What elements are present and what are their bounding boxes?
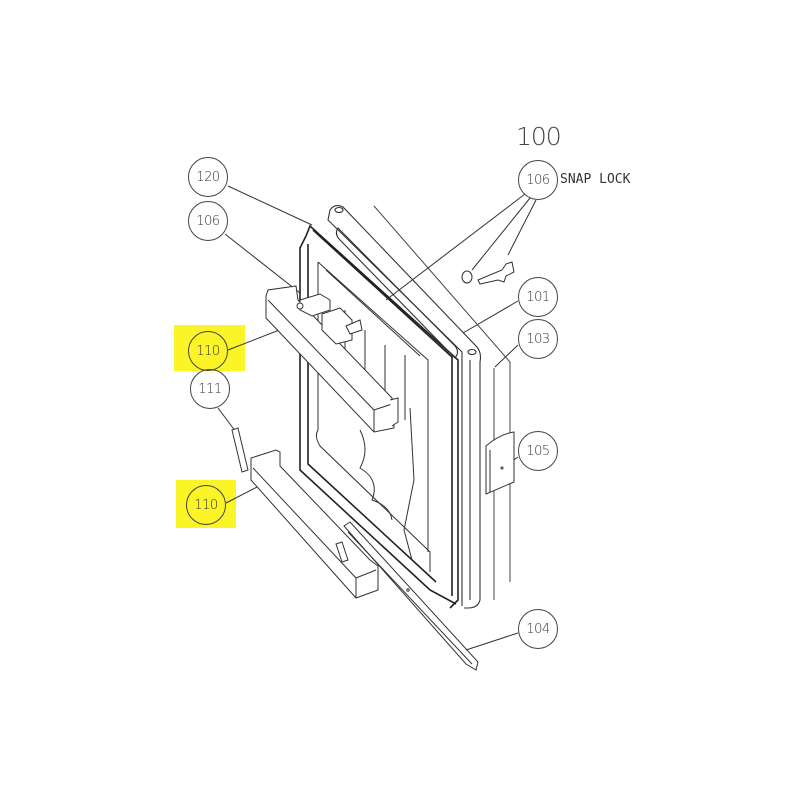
callout-106-snap-lock: 106	[518, 160, 558, 200]
callout-101: 101	[518, 277, 558, 317]
callout-103: 103	[518, 319, 558, 359]
snap-lock-label: SNAP LOCK	[560, 172, 631, 187]
assembly-number: 100	[516, 122, 562, 151]
callout-110-upper: 110	[188, 331, 228, 371]
callout-105: 105	[518, 431, 558, 471]
callout-120: 120	[188, 157, 228, 197]
callout-104: 104	[518, 609, 558, 649]
callout-111: 111	[190, 369, 230, 409]
callout-106-left: 106	[188, 201, 228, 241]
callout-110-lower: 110	[186, 485, 226, 525]
